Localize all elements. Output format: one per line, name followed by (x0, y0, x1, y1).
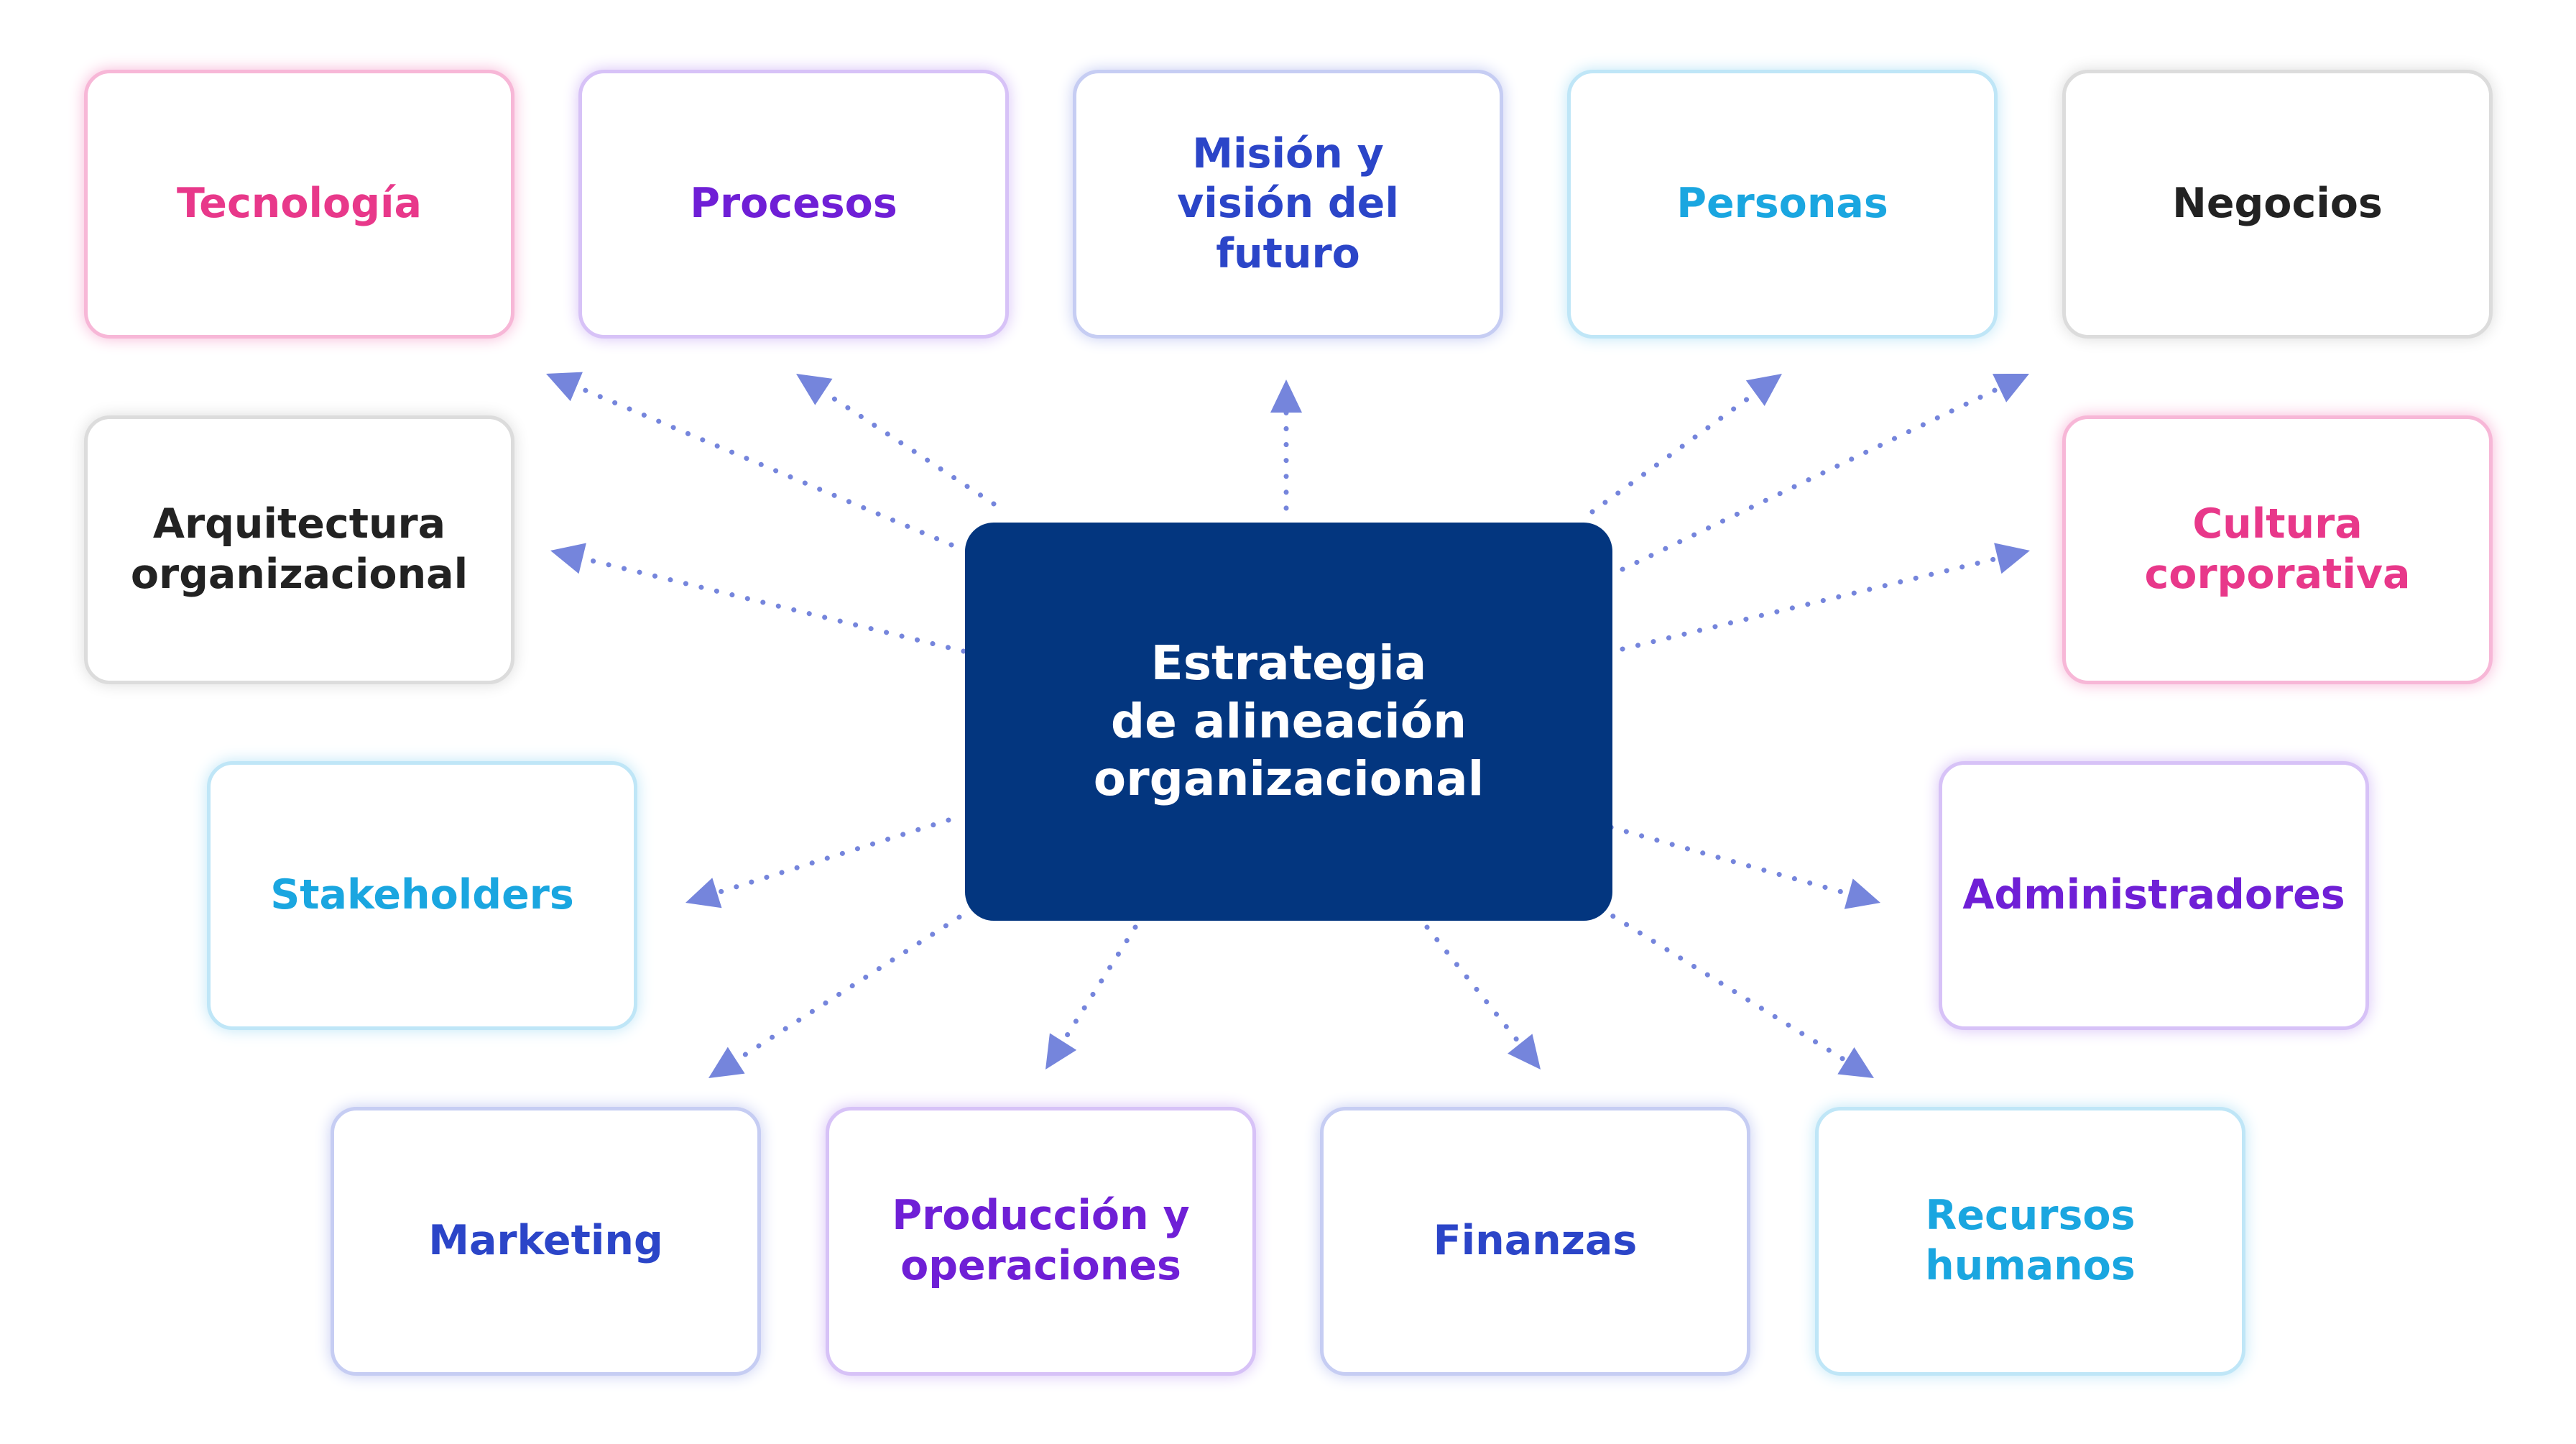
node-mision-vision: Misión y visión del futuro (1073, 70, 1503, 339)
node-cultura-corporativa: Cultura corporativa (2062, 415, 2493, 684)
node-procesos: Procesos (578, 70, 1009, 339)
connector-procesos (796, 374, 997, 507)
arrowhead-icon (1745, 374, 1782, 406)
node-stakeholders: Stakeholders (207, 761, 637, 1030)
center-strategy-box: Estrategia de alineación organizacional (965, 523, 1612, 921)
node-marketing: Marketing (331, 1107, 761, 1376)
arrowhead-icon (1045, 1033, 1077, 1070)
connector-mision (1270, 380, 1302, 511)
node-procesos-label: Procesos (690, 180, 897, 228)
node-stakeholders-label: Stakeholders (270, 871, 574, 919)
node-finanzas: Finanzas (1320, 1107, 1750, 1376)
node-marketing-label: Marketing (428, 1217, 663, 1265)
node-personas: Personas (1567, 70, 1998, 339)
node-arquitectura-label: Arquitectura organizacional (130, 500, 468, 598)
arrowhead-icon (1993, 374, 2029, 403)
connector-negocios (1620, 374, 2029, 572)
node-produccion-label: Producción y operaciones (892, 1192, 1190, 1289)
node-negocios: Negocios (2062, 70, 2493, 339)
connector-marketing (708, 914, 962, 1078)
arrowhead-icon (685, 878, 722, 909)
arrowhead-icon (1508, 1034, 1541, 1070)
node-finanzas-label: Finanzas (1433, 1217, 1638, 1265)
arrowhead-icon (550, 543, 586, 574)
connector-recursos (1597, 905, 1874, 1078)
node-administradores: Administradores (1939, 761, 2369, 1030)
arrowhead-icon (546, 372, 583, 402)
connector-administradores (1608, 824, 1880, 909)
node-tecnologia: Tecnología (84, 70, 514, 339)
node-administradores-label: Administradores (1962, 871, 2345, 919)
connector-cultura (1620, 543, 2030, 652)
node-recursos-label: Recursos humanos (1925, 1192, 2136, 1289)
arrowhead-icon (1994, 543, 2030, 574)
arrowhead-icon (1837, 1047, 1874, 1078)
connector-tecnologia (546, 372, 954, 548)
arrowhead-icon (708, 1047, 745, 1078)
node-arquitectura-organizacional: Arquitectura organizacional (84, 415, 514, 684)
center-strategy-label: Estrategia de alineación organizacional (1093, 635, 1485, 807)
node-tecnologia-label: Tecnología (177, 180, 422, 228)
node-produccion-operaciones: Producción y operaciones (826, 1107, 1256, 1376)
node-recursos-humanos: Recursos humanos (1815, 1107, 2245, 1376)
connector-personas (1589, 374, 1782, 515)
connector-produccion (1045, 924, 1138, 1070)
arrowhead-icon (1844, 878, 1880, 909)
arrowhead-icon (796, 374, 833, 405)
node-cultura-label: Cultura corporativa (2144, 500, 2411, 598)
node-negocios-label: Negocios (2172, 180, 2383, 228)
arrowhead-icon (1270, 380, 1302, 413)
node-personas-label: Personas (1676, 180, 1888, 228)
node-mision-vision-label: Misión y visión del futuro (1177, 129, 1399, 277)
connector-stakeholders (685, 817, 951, 909)
connector-finanzas (1424, 924, 1541, 1070)
connector-arquitectura (550, 543, 966, 654)
